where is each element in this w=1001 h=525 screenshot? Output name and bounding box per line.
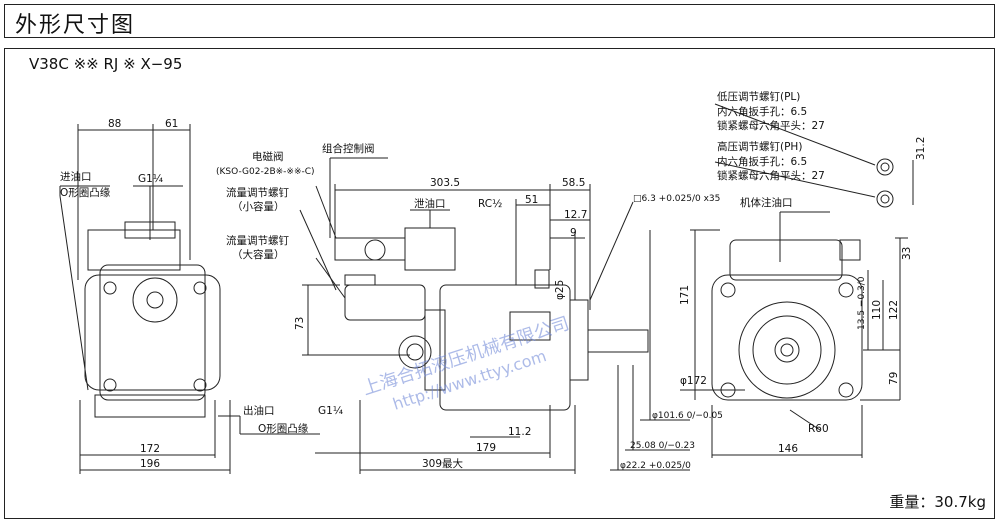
dim-73: 73 (294, 317, 306, 330)
label-solenoid-model: (KSO-G02-2B※-※※-C) (216, 167, 315, 177)
dim-309-max: 309最大 (422, 457, 464, 470)
label-body-fill-port: 机体注油口 (740, 196, 793, 209)
dim-11-2: 11.2 (508, 426, 531, 438)
page-title: 外形尺寸图 (15, 13, 136, 38)
label-small-capacity: （小容量） (232, 200, 285, 213)
label-lock-nut-1: 锁紧螺母六角平头：27 (717, 119, 825, 132)
dim-58-5: 58.5 (562, 177, 585, 189)
dim-146: 146 (778, 443, 798, 455)
label-oring-flange-outlet: O形圈凸缘 (258, 422, 309, 435)
label-outlet: 出油口 (243, 404, 275, 417)
dim-phi172: φ172 (680, 375, 707, 387)
dim-key: □6.3 +0.025/0 x35 (633, 194, 720, 204)
dim-79: 79 (888, 372, 900, 385)
label-oring-flange-inlet: O形圈凸缘 (60, 186, 111, 199)
dim-25-08: 25.08 0/−0.23 (630, 441, 695, 451)
label-high-pressure-screw: 高压调节螺钉(PH) (717, 140, 802, 153)
label-hex-wrench-1: 内六角扳手孔：6.5 (717, 105, 807, 118)
dim-9: 9 (570, 227, 577, 239)
dim-303-5: 303.5 (430, 177, 460, 189)
dim-110: 110 (871, 300, 883, 320)
dim-122: 122 (888, 300, 900, 320)
side-view-pump (334, 227, 649, 411)
weight-label: 重量：30.7kg (889, 493, 986, 511)
dim-phi22-2: φ22.2 +0.025/0 (620, 461, 691, 471)
label-combo-control-valve: 组合控制阀 (322, 142, 375, 155)
label-drain-port: 泄油口 (414, 197, 446, 210)
label-solenoid-valve: 电磁阀 (252, 150, 284, 163)
drawing-frame: V38C ※※ RJ ※ X−95 重量：30.7kg (4, 48, 995, 519)
front-view-pump (84, 221, 221, 418)
label-low-pressure-screw: 低压调节螺钉(PL) (717, 90, 800, 103)
label-flow-screw-large: 流量调节螺钉 (226, 234, 289, 247)
dim-171: 171 (679, 285, 691, 305)
dim-196: 196 (140, 458, 160, 470)
dim-13-5: 13.5 −0.3/0 (857, 276, 867, 330)
dim-12-7: 12.7 (564, 209, 587, 221)
dim-r60: R60 (808, 423, 829, 435)
dim-61: 61 (165, 118, 178, 130)
label-drain-size: RC½ (478, 198, 502, 210)
dim-179: 179 (476, 442, 496, 454)
rear-view-pump (711, 158, 894, 401)
dim-phi101-6: φ101.6 0/−0.05 (652, 411, 723, 421)
label-inlet-size: G1¼ (138, 173, 163, 185)
title-bar: 外形尺寸图 (4, 4, 995, 38)
label-inlet: 进油口 (60, 170, 92, 183)
dim-phi25: φ25 (554, 280, 566, 300)
label-flow-screw-small: 流量调节螺钉 (226, 186, 289, 199)
dim-88: 88 (108, 118, 121, 130)
label-hex-wrench-2: 内六角扳手孔：6.5 (717, 155, 807, 168)
label-lock-nut-2: 锁紧螺母六角平头：27 (717, 169, 825, 182)
dim-31-2: 31.2 (915, 137, 927, 160)
label-large-capacity: （大容量） (232, 248, 285, 261)
label-outlet-size: G1¼ (318, 405, 343, 417)
dim-33: 33 (901, 247, 913, 260)
dim-51: 51 (525, 194, 538, 206)
model-code: V38C ※※ RJ ※ X−95 (29, 55, 183, 73)
dim-172: 172 (140, 443, 160, 455)
